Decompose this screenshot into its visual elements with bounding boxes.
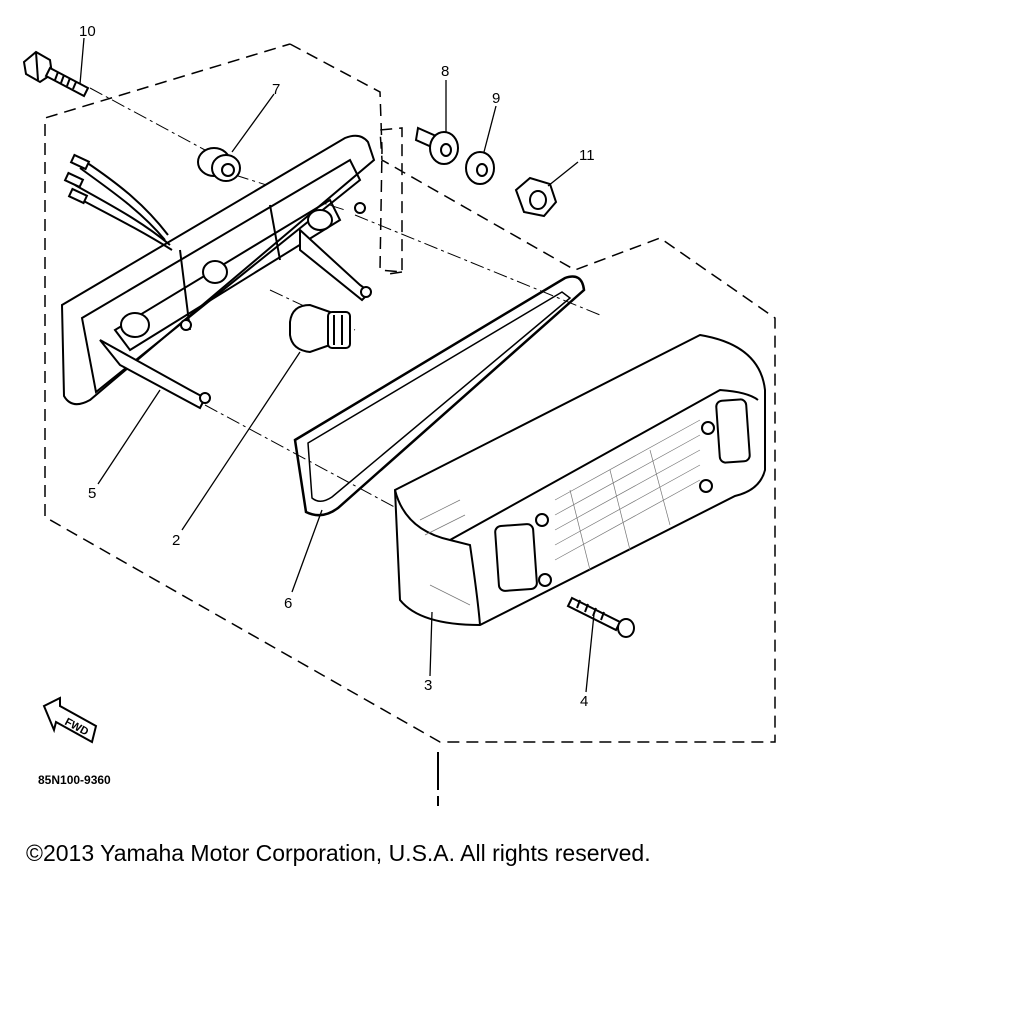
fwd-arrow-icon: FWD	[42, 696, 98, 744]
callout-8: 8	[441, 63, 449, 80]
callout-7: 7	[272, 81, 280, 98]
callout-leaders	[79, 37, 595, 693]
collar-part-8	[414, 126, 459, 165]
fwd-label: FWD	[63, 716, 91, 738]
copyright-notice: ©2013 Yamaha Motor Corporation, U.S.A. A…	[26, 840, 651, 866]
assembly-boundary	[44, 43, 776, 743]
nut-part-11	[514, 176, 558, 218]
screw-part-4	[566, 596, 635, 638]
left-boundary	[44, 43, 776, 743]
bolt-part-10	[22, 50, 90, 98]
callout-10: 10	[79, 23, 96, 40]
lamp-base-part-5	[60, 134, 376, 410]
gasket-part-6	[293, 275, 586, 517]
callout-4: 4	[580, 693, 588, 710]
wire-harness	[63, 153, 173, 251]
callout-3: 3	[424, 677, 432, 694]
washer-part-9	[465, 151, 495, 185]
callout-2: 2	[172, 532, 180, 549]
exploded-parts-diagram: 10 7 8 9 11 5 2 6 3 4 FWD 85N100-9360	[22, 23, 776, 806]
callout-9: 9	[492, 90, 500, 107]
diagram-reference-code: 85N100-9360	[38, 773, 111, 787]
callout-11: 11	[579, 147, 595, 164]
callout-5: 5	[88, 485, 96, 502]
lens-texture	[419, 419, 701, 606]
grommet-part-7	[197, 147, 241, 182]
bulb-part-2	[289, 303, 351, 354]
lens-part-3	[393, 333, 766, 627]
callout-6: 6	[284, 595, 292, 612]
